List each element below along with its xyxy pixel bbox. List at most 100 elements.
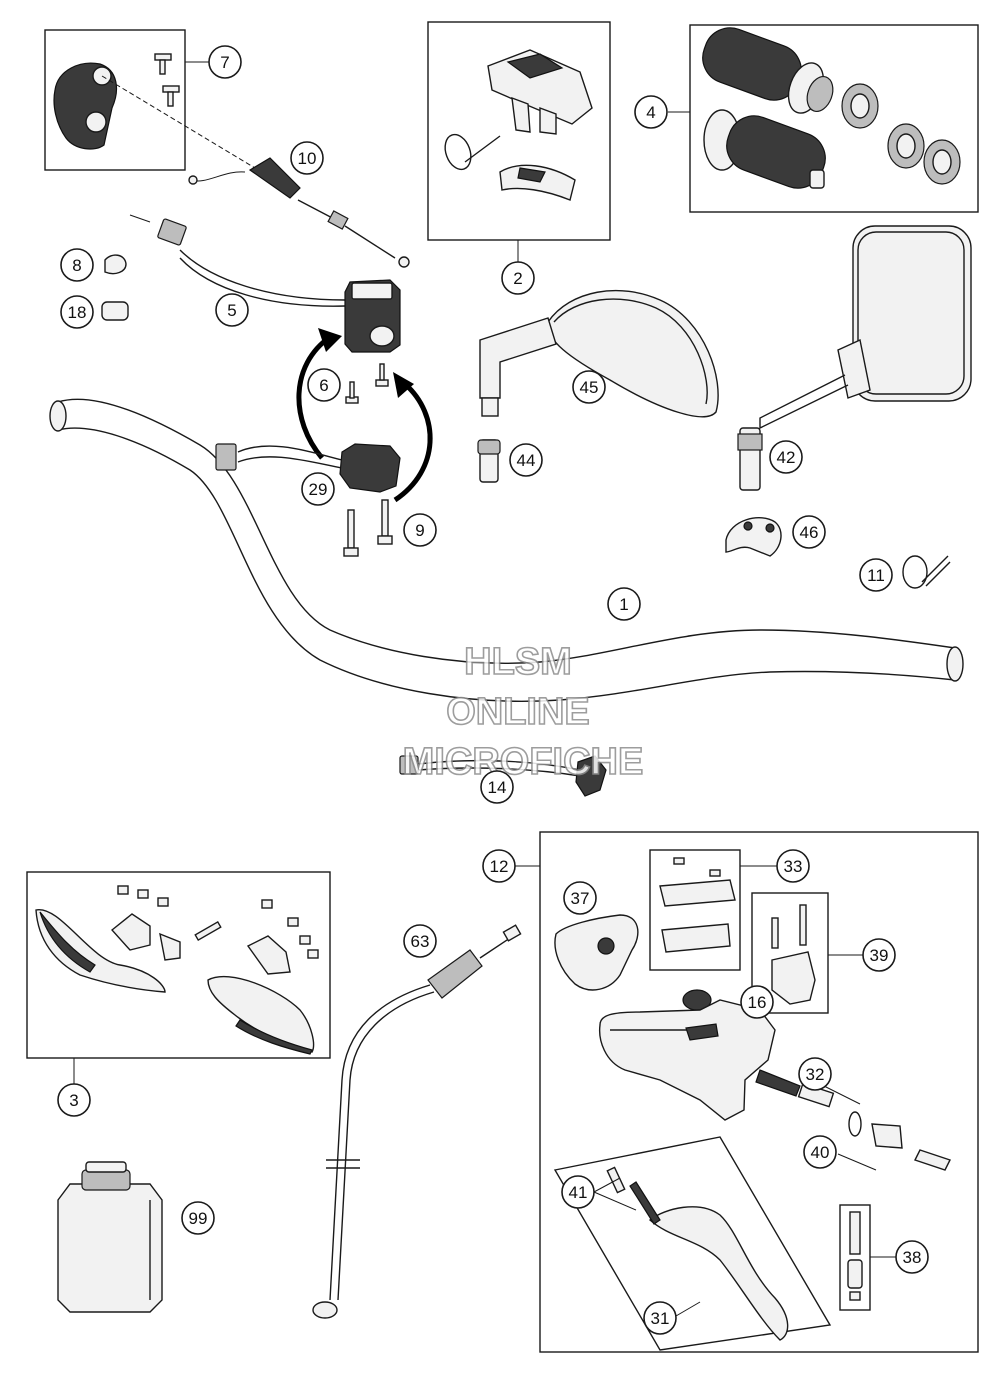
svg-text:11: 11 — [867, 566, 885, 585]
mirror-round — [479, 289, 719, 418]
callout-7: 7 — [208, 45, 242, 79]
clamp-39 — [771, 904, 816, 1005]
watermark: HLSM ONLINE MICROFICHE — [402, 640, 644, 784]
box-12 — [539, 831, 979, 1353]
svg-text:46: 46 — [800, 523, 819, 542]
svg-text:7: 7 — [220, 53, 229, 72]
box-2 — [427, 21, 611, 241]
brake-line — [312, 924, 522, 1319]
switch-cover — [487, 49, 593, 135]
callout-2: 2 — [501, 261, 535, 295]
boot-40 — [848, 1111, 951, 1171]
bolt-38 — [839, 1204, 871, 1311]
handlebar — [49, 398, 964, 702]
callout-6: 6 — [307, 368, 341, 402]
svg-text:9: 9 — [415, 521, 424, 540]
callout-11: 11 — [859, 558, 893, 592]
svg-text:37: 37 — [571, 889, 590, 908]
screw-6b — [375, 363, 389, 387]
svg-text:6: 6 — [319, 376, 328, 395]
svg-text:12: 12 — [490, 857, 509, 876]
callout-37: 37 — [563, 881, 597, 915]
callout-10: 10 — [290, 141, 324, 175]
svg-text:4: 4 — [646, 103, 655, 122]
lever-clamp-37 — [554, 914, 639, 991]
callout-4: 4 — [634, 95, 668, 129]
svg-text:41: 41 — [569, 1183, 588, 1202]
callout-33: 33 — [776, 849, 810, 883]
svg-text:45: 45 — [580, 378, 599, 397]
svg-text:38: 38 — [903, 1248, 922, 1267]
cable-tie-11 — [902, 555, 951, 589]
callout-14: 14 — [480, 770, 514, 804]
switch-bracket — [499, 164, 576, 201]
svg-text:63: 63 — [411, 932, 430, 951]
svg-text:29: 29 — [309, 480, 328, 499]
mirror-adapter — [477, 439, 501, 483]
callout-8: 8 — [60, 248, 94, 282]
callout-9: 9 — [403, 513, 437, 547]
throttle-cable — [188, 157, 410, 268]
callout-44: 44 — [509, 443, 543, 477]
box-3 — [26, 871, 331, 1059]
leader-dash-7 — [101, 75, 256, 169]
svg-text:3: 3 — [69, 1091, 78, 1110]
screw-9b — [377, 499, 393, 545]
grip-left — [703, 109, 826, 189]
svg-text:32: 32 — [806, 1065, 825, 1084]
svg-text:1: 1 — [619, 595, 628, 614]
reservoir-cap — [659, 857, 736, 953]
callout-41: 41 — [561, 1175, 595, 1209]
callout-1: 1 — [607, 587, 641, 621]
callout-29: 29 — [301, 472, 335, 506]
callout-38: 38 — [895, 1240, 929, 1274]
callout-18: 18 — [60, 295, 94, 329]
callout-39: 39 — [862, 938, 896, 972]
clip-18 — [101, 301, 129, 321]
box-7 — [44, 29, 186, 171]
callout-40: 40 — [803, 1135, 837, 1169]
screw-9a — [343, 509, 359, 557]
callout-5: 5 — [215, 293, 249, 327]
callout-32: 32 — [798, 1057, 832, 1091]
grip-right — [702, 27, 834, 114]
clip-8 — [104, 254, 127, 275]
box-4 — [689, 24, 979, 213]
switch-harness-29 — [215, 443, 401, 493]
svg-text:40: 40 — [811, 1143, 830, 1162]
svg-text:31: 31 — [651, 1309, 670, 1328]
svg-text:39: 39 — [870, 946, 889, 965]
svg-text:16: 16 — [748, 993, 767, 1012]
svg-text:99: 99 — [189, 1209, 208, 1228]
svg-text:33: 33 — [784, 857, 803, 876]
callout-45: 45 — [572, 370, 606, 404]
assembly-arrows — [296, 328, 433, 503]
svg-text:8: 8 — [72, 256, 81, 275]
svg-text:18: 18 — [68, 303, 87, 322]
hand-guard-right — [207, 975, 315, 1055]
callout-16: 16 — [740, 985, 774, 1019]
hand-guard-mounts — [110, 885, 319, 975]
watermark-line-2: ONLINE — [446, 691, 590, 733]
switch-harness — [129, 214, 346, 307]
svg-text:44: 44 — [517, 451, 536, 470]
svg-text:2: 2 — [513, 269, 522, 288]
watermark-line-3: MICROFICHE — [403, 741, 644, 783]
brake-lever-31 — [553, 1136, 832, 1351]
grip-rings — [841, 83, 961, 185]
svg-text:10: 10 — [298, 149, 317, 168]
svg-text:5: 5 — [227, 301, 236, 320]
screw-6a — [345, 381, 359, 404]
fluid-bottle — [57, 1161, 163, 1313]
callout-46: 46 — [792, 515, 826, 549]
callout-31: 31 — [643, 1301, 677, 1335]
box-33 — [649, 849, 741, 971]
watermark-line-1: HLSM — [464, 641, 572, 683]
harness-14 — [399, 755, 607, 797]
master-cylinder — [598, 999, 776, 1121]
callout-42: 42 — [769, 440, 803, 474]
callout-63: 63 — [403, 924, 437, 958]
mirror-clamp — [725, 517, 782, 557]
cable-tie-2 — [444, 133, 501, 171]
